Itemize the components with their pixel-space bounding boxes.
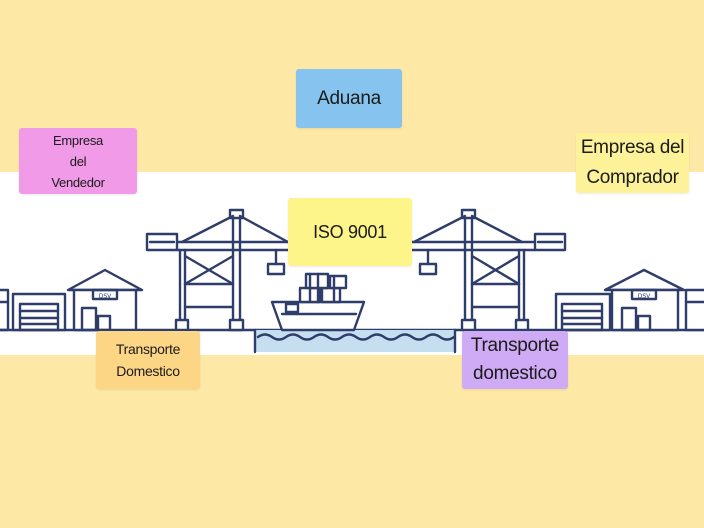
vendedor-line-1: Empresa — [53, 132, 103, 148]
vendedor-line-2: del — [69, 153, 87, 169]
iso-note[interactable]: ISO 9001 — [288, 198, 412, 266]
empresa-comprador-note[interactable]: Empresa del Comprador — [576, 133, 689, 193]
empresa-vendedor-note[interactable]: Empresa del Vendedor — [19, 128, 137, 194]
transporte-domestico-note-1[interactable]: Transporte Domestico — [96, 331, 200, 389]
transporte-1-line-1: Transporte — [115, 341, 181, 357]
port-illustration: DSV DSV — [0, 208, 704, 354]
warehouse-sign-right: DSV — [638, 293, 651, 300]
left-warehouse — [11, 268, 144, 332]
warehouse-sign-left: DSV — [99, 293, 112, 300]
transporte-2-line-2: domestico — [473, 363, 557, 384]
left-crane — [145, 208, 292, 332]
aduana-note[interactable]: Aduana — [296, 69, 402, 128]
ship — [270, 272, 366, 332]
right-warehouse — [554, 268, 704, 332]
aduana-label: Aduana — [317, 87, 381, 109]
transporte-domestico-note-2[interactable]: Transporte domestico — [462, 331, 568, 389]
transporte-2-line-1: Transporte — [470, 335, 560, 356]
transporte-1-line-2: Domestico — [116, 363, 180, 379]
comprador-line-1: Empresa del — [580, 137, 685, 158]
right-crane — [410, 208, 567, 332]
iso-label: ISO 9001 — [313, 221, 387, 242]
comprador-line-2: Comprador — [586, 167, 679, 188]
vendedor-line-3: Vendedor — [51, 174, 105, 190]
